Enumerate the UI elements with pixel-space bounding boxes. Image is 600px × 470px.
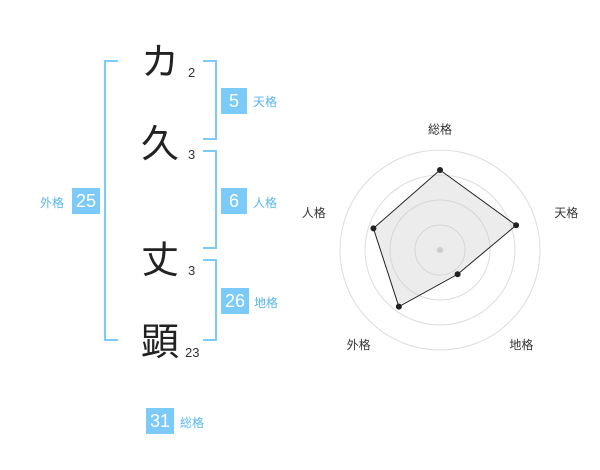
radar-point-2 (513, 222, 520, 229)
radar-axis-label-2: 天格 (554, 205, 578, 220)
radar-point-1 (437, 167, 443, 173)
soukaku-label: 総格 (180, 416, 205, 430)
tenkaku-bracket (203, 60, 217, 140)
radar-axis-label-4: 外格 (347, 337, 371, 352)
jinkaku-label: 人格 (253, 196, 278, 210)
radar-data-area (372, 169, 517, 308)
tenkaku-label: 天格 (253, 95, 278, 109)
jinkaku-value-badge: 6 (221, 188, 247, 214)
radar-axis-label-1: 総格 (428, 122, 452, 137)
radar-point-5 (370, 225, 377, 232)
name-char-2: 久 (141, 122, 180, 166)
gaikaku-label: 外格 (40, 196, 65, 210)
jinkaku-bracket (203, 150, 217, 249)
radar-point-3 (454, 271, 461, 278)
soukaku-value-badge: 31 (146, 408, 174, 434)
name-char-3: 丈 (141, 238, 180, 282)
chikaku-label: 地格 (254, 296, 279, 310)
radar-ring-2 (389, 199, 491, 301)
radar-ring-3 (364, 174, 516, 326)
radar-ring-1 (414, 224, 466, 276)
name-char-4: 顕 (141, 320, 180, 364)
tenkaku-value-badge: 5 (221, 88, 247, 114)
stroke-count-1: 2 (188, 65, 196, 80)
radar-axis-label-5: 人格 (302, 205, 326, 220)
stroke-count-4: 23 (185, 345, 200, 360)
radar-point-4 (395, 303, 402, 310)
chikaku-value-badge: 26 (221, 288, 249, 314)
stroke-count-2: 3 (188, 147, 196, 162)
name-char-1: カ (141, 40, 180, 84)
chikaku-bracket (203, 259, 217, 341)
gaikaku-bracket (104, 60, 118, 341)
radar-axis-label-3: 地格 (509, 337, 533, 352)
radar-center-dot (437, 247, 443, 253)
stroke-count-3: 3 (188, 263, 196, 278)
gaikaku-value-badge: 25 (72, 188, 100, 214)
